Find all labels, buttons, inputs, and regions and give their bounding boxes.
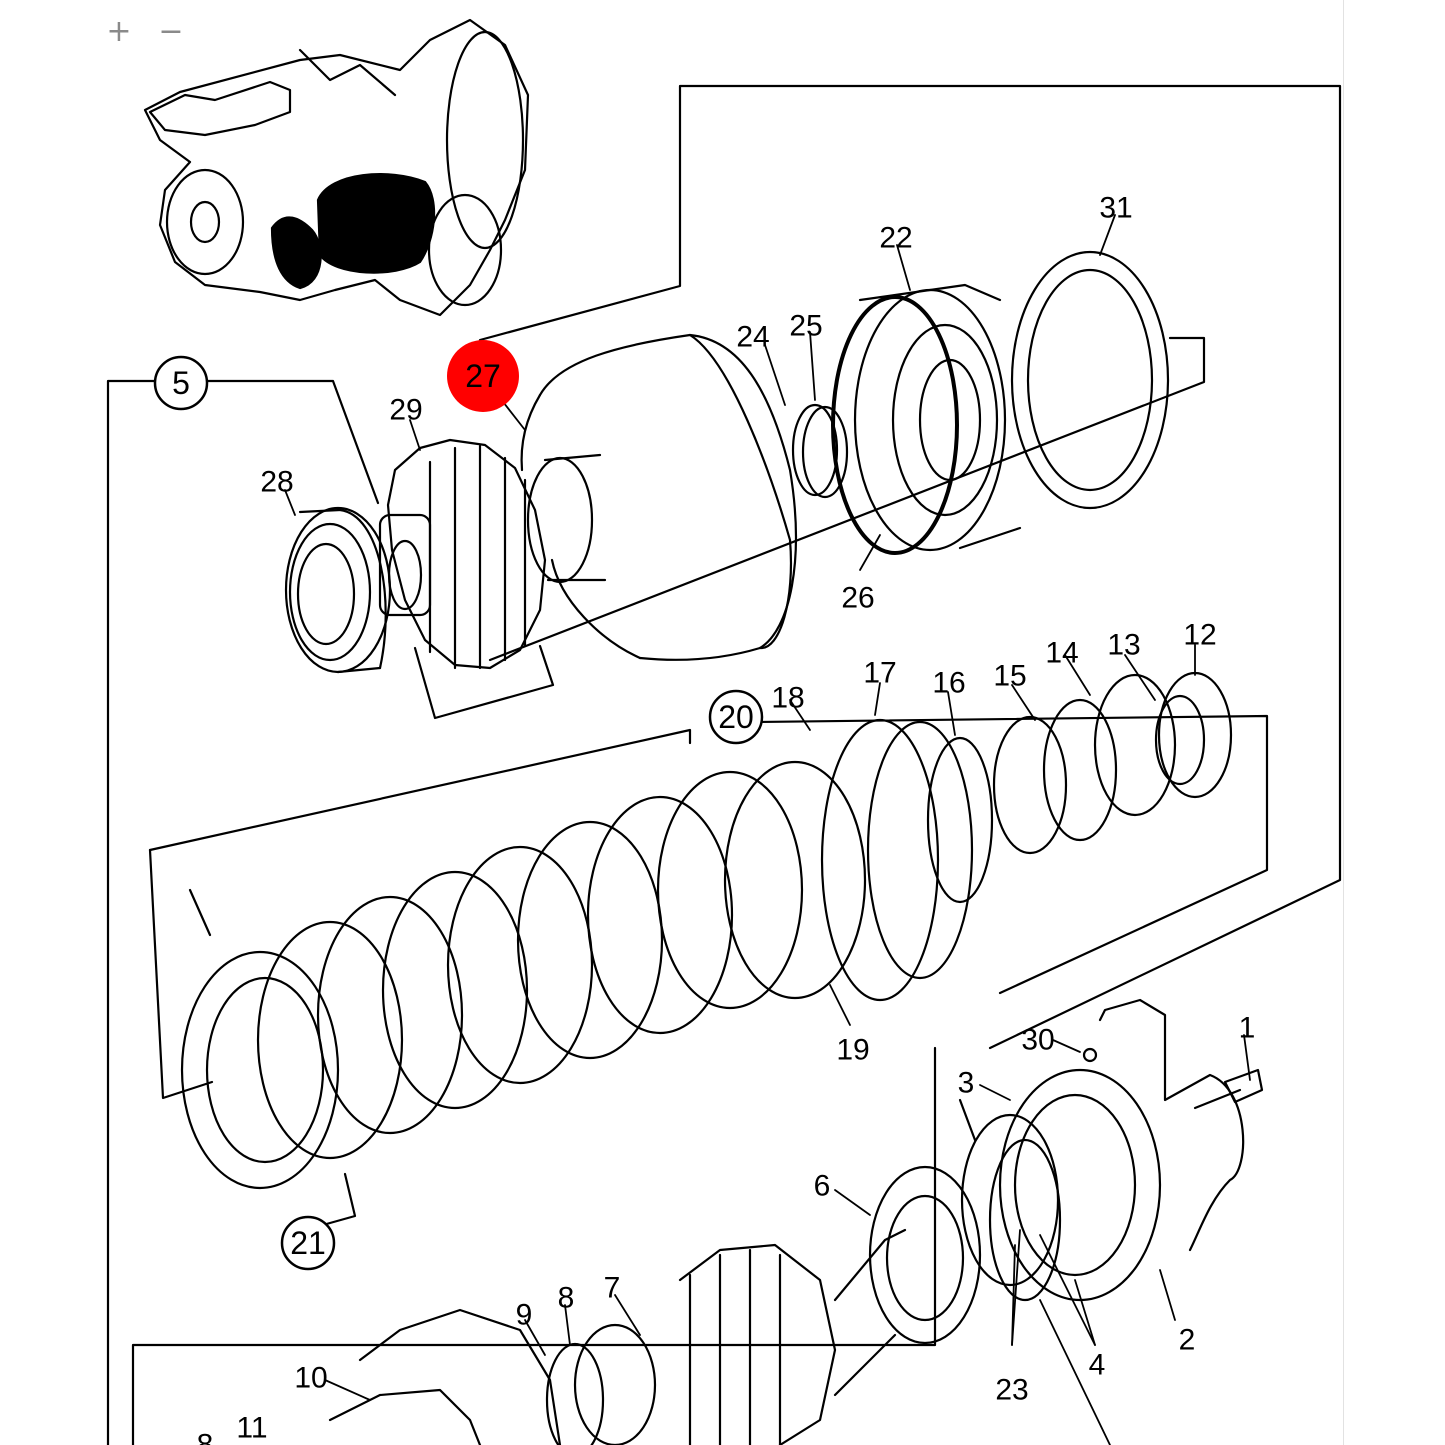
callout-circle (280, 1215, 336, 1271)
callout-label: 27 (465, 358, 501, 394)
callout-17: 17 (863, 657, 896, 690)
plate-part-31 (1010, 250, 1170, 510)
callout-label: 19 (836, 1034, 869, 1067)
callout-label: 18 (771, 682, 804, 715)
callout-20: 20 (708, 689, 764, 745)
callout-29: 29 (389, 394, 422, 427)
callout-label: 14 (1045, 637, 1078, 670)
callout-22: 22 (879, 222, 912, 255)
callout-label: 28 (260, 466, 293, 499)
callout-4: 4 (1089, 1349, 1106, 1382)
callout-label: 10 (294, 1362, 327, 1395)
callout-label: 15 (993, 660, 1026, 693)
callout-label: 7 (604, 1272, 621, 1305)
rear-housing-1-4-6-23-30 (868, 998, 1264, 1345)
callout-label: 21 (290, 1225, 326, 1261)
callout-28: 28 (260, 466, 293, 499)
callout-13: 13 (1107, 629, 1140, 662)
callout-label: 29 (389, 394, 422, 427)
callout-circle (708, 689, 764, 745)
callout-label: 5 (172, 365, 190, 401)
callout-10: 10 (294, 1362, 327, 1395)
callout-15: 15 (993, 660, 1026, 693)
callout-label: 6 (814, 1170, 831, 1203)
clutch-plate-stack-19-21 (180, 760, 867, 1190)
callout-8: 8 (558, 1282, 575, 1315)
callout-label: 2 (1179, 1324, 1196, 1357)
callout-21: 21 (280, 1215, 336, 1271)
callout-30: 30 (1021, 1024, 1054, 1057)
piston-assembly-22-26 (831, 283, 1022, 555)
seal-rings-24-25 (791, 403, 849, 499)
callout-label: 23 (995, 1374, 1028, 1407)
callout-label: 25 (789, 310, 822, 343)
callout-27: 27 (447, 340, 519, 412)
gear-part-29 (378, 438, 547, 670)
callout-9: 9 (516, 1299, 533, 1332)
output-shaft-7-11 (328, 1228, 907, 1445)
callout-2: 2 (1179, 1324, 1196, 1357)
callout-31: 31 (1099, 192, 1132, 225)
callout-label: 20 (718, 699, 754, 735)
callout-8: 8 (197, 1429, 214, 1445)
callout-label: 12 (1183, 619, 1216, 652)
callout-14: 14 (1045, 637, 1078, 670)
callout-label: 16 (932, 667, 965, 700)
bearing-part-28 (284, 506, 392, 674)
callout-3: 3 (958, 1067, 975, 1100)
callout-label: 31 (1099, 192, 1132, 225)
callout-label: 30 (1021, 1024, 1054, 1057)
callout-label: 26 (841, 582, 874, 615)
callout-label: 8 (558, 1282, 575, 1315)
zoom-in-button[interactable]: + (104, 12, 134, 52)
callout-label: 17 (863, 657, 896, 690)
housing-thumbnail (143, 18, 530, 317)
callout-label: 8 (197, 1429, 214, 1445)
callout-label: 9 (516, 1299, 533, 1332)
page-edge-divider (1343, 0, 1344, 1445)
callout-6: 6 (814, 1170, 831, 1203)
callout-5: 5 (153, 355, 209, 411)
callout-19: 19 (836, 1034, 869, 1067)
callout-16: 16 (932, 667, 965, 700)
callout-26: 26 (841, 582, 874, 615)
callout-11: 11 (236, 1412, 267, 1445)
callout-24: 24 (736, 321, 769, 354)
callout-1: 1 (1239, 1012, 1256, 1045)
zoom-out-button[interactable]: − (156, 12, 186, 52)
assembly-frame-lines (106, 84, 1342, 1445)
callout-label: 22 (879, 222, 912, 255)
leader-lines (284, 214, 1251, 1445)
callout-label: 4 (1089, 1349, 1106, 1382)
spring-stack-12-18 (820, 671, 1233, 1002)
callout-12: 12 (1183, 619, 1216, 652)
callout-7: 7 (604, 1272, 621, 1305)
callout-circle (153, 355, 209, 411)
callout-label: 3 (958, 1067, 975, 1100)
callout-23: 23 (995, 1374, 1028, 1407)
callout-label: 11 (236, 1412, 267, 1445)
highlight-marker (447, 340, 519, 412)
callout-label: 24 (736, 321, 769, 354)
zoom-controls: + − (104, 12, 186, 52)
clutch-drum-part-27 (520, 333, 797, 661)
callout-18: 18 (771, 682, 804, 715)
callout-label: 1 (1239, 1012, 1256, 1045)
callout-label: 13 (1107, 629, 1140, 662)
callout-25: 25 (789, 310, 822, 343)
